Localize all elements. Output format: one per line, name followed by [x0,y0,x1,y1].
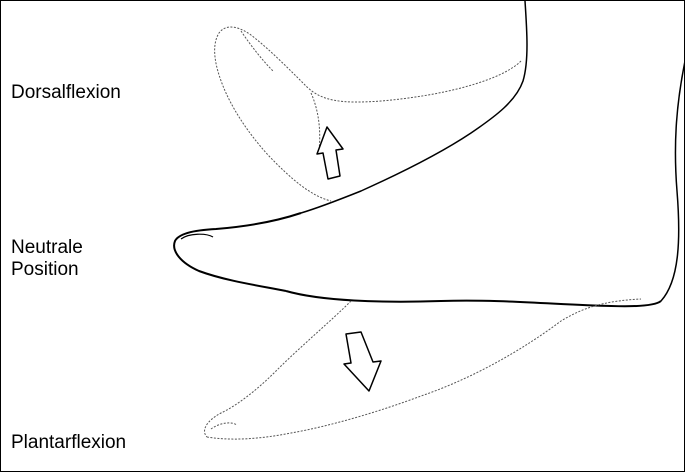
neutral-label-line1: Neutrale [11,237,83,259]
plantarflexed-foot-sole [207,299,641,439]
lower-leg [301,1,684,301]
neutral-foot-toenail [181,234,213,239]
dorsalflexion-label: Dorsalflexion [11,82,121,104]
neutral-position-label: Neutrale Position [11,237,83,281]
dorsiflexion-arrow-icon [317,127,343,179]
plantarflexion-label: Plantarflexion [11,432,126,454]
plantarflexed-foot-top [205,301,351,437]
neutral-foot-sole [286,291,661,306]
dorsiflexed-foot-toe-line [241,31,273,71]
dorsiflexed-foot [215,27,521,201]
plantarflexed-foot-toenail [211,423,237,429]
plantarflexed-foot [205,299,641,439]
neutral-foot [174,213,661,306]
shin-back [661,61,684,301]
neutral-label-line2: Position [11,259,83,281]
dorsiflexed-foot-outline [215,27,521,201]
shin-front [301,1,527,213]
plantarflexion-arrow-icon [344,332,381,391]
neutral-foot-top [174,213,301,291]
dorsiflexed-foot-arch [311,93,320,151]
